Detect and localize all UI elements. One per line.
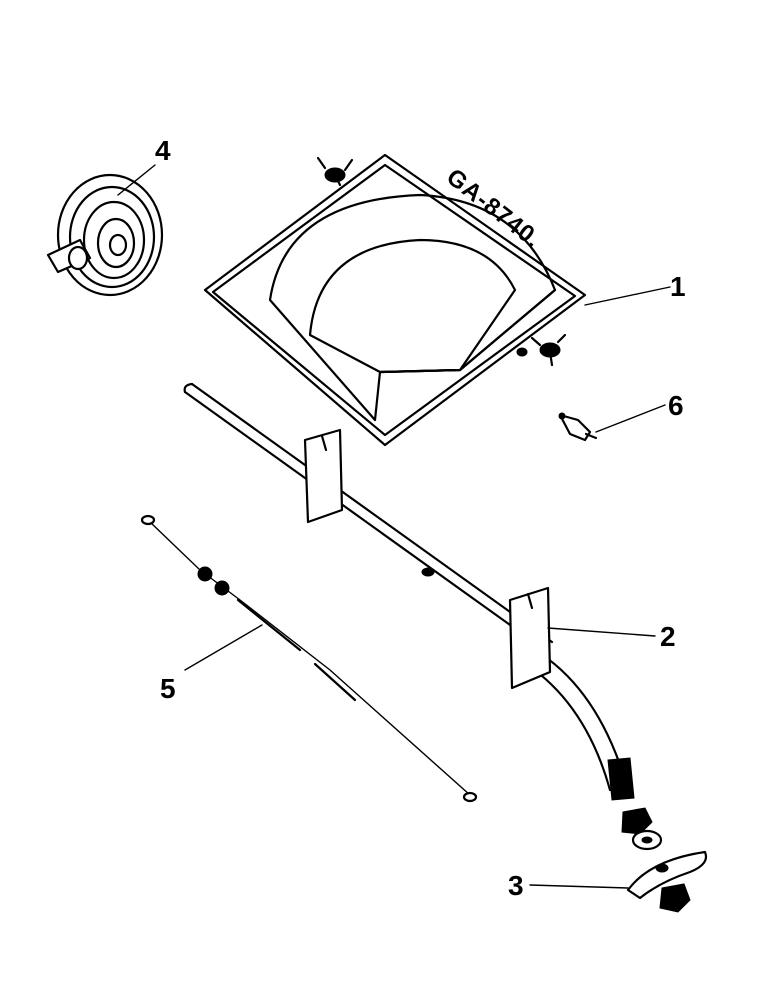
- leader-lines: [117, 164, 671, 889]
- callout-1: 1: [670, 271, 686, 302]
- callout-6: 6: [668, 390, 684, 421]
- callout-5: 5: [160, 673, 176, 704]
- callout-3: 3: [508, 870, 524, 901]
- callout-2: 2: [660, 621, 676, 652]
- wing-nut-top: [316, 156, 354, 187]
- part-5-cable: [140, 514, 478, 803]
- part-4-wheel: [46, 173, 164, 297]
- wing-nut-right: [516, 333, 567, 367]
- part-3-hardware: [621, 807, 708, 913]
- part-2-axle: [183, 382, 635, 801]
- part-1-tray: GA-8740.: [203, 153, 587, 447]
- callout-4: 4: [155, 135, 171, 166]
- part-6-valve: [558, 412, 598, 442]
